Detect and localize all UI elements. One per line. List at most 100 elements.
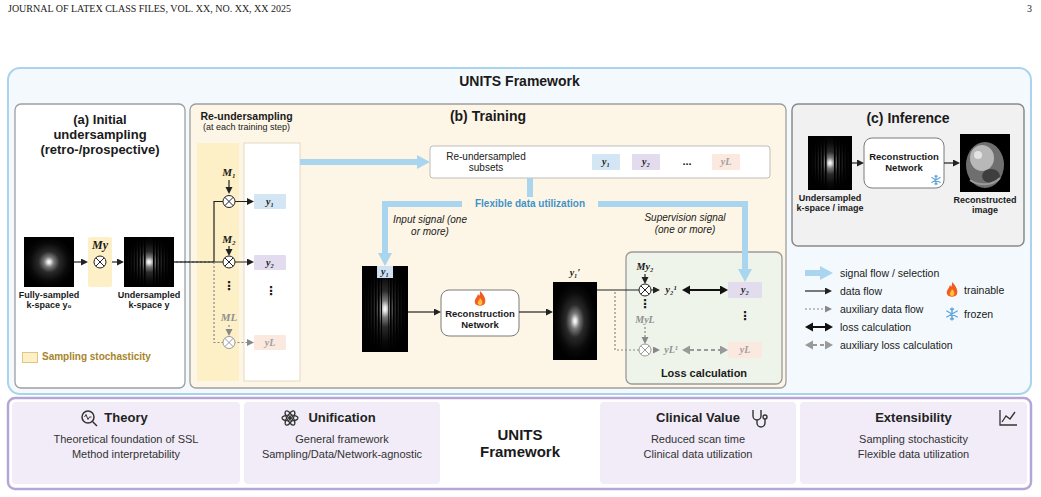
multiply-symbol: [94, 256, 106, 268]
benefit-section-shape: [600, 402, 796, 484]
center-badge-outline: [440, 400, 600, 486]
legend-text: data flow: [840, 285, 882, 297]
benefit-section-text: Sampling stochasticity: [859, 433, 968, 446]
subset-box-text: yL: [265, 337, 276, 349]
subset-box-outline: [712, 154, 740, 170]
network-box-text: Reconstruction Network: [867, 152, 941, 174]
network-box-shape: [864, 138, 944, 188]
network-box-outline: [864, 138, 944, 188]
loss-connector: [690, 289, 720, 291]
benefit-section: TheoryTheoretical foundation of SSL Metho…: [12, 402, 240, 484]
mask-arrow: [644, 327, 645, 337]
kspace-image-text: Undersampled k-space y: [116, 290, 182, 311]
subset-box-text: yL: [721, 156, 732, 168]
loss-panel-outline: [626, 252, 782, 384]
stage-panel-outline: [792, 104, 1024, 246]
sig-connector: [385, 178, 530, 253]
multiply-symbol: [639, 344, 651, 356]
center-badge: UNITS Framework: [440, 400, 600, 486]
subset-box-shape: [632, 154, 660, 170]
resampling-column-text: (at each training step): [203, 122, 290, 132]
network-box: Reconstruction Network: [864, 138, 944, 188]
mask-arrow: [228, 246, 229, 249]
stage-panel-text: (c) Inference: [866, 110, 949, 126]
mri-image: Reconstructed image: [960, 134, 1010, 192]
mask-box-shape: [88, 237, 112, 287]
stage-panel-text: (a) Initial undersampling (retro-/prospe…: [35, 113, 165, 158]
benefit-section-text: Theoretical foundation of SSL: [54, 433, 199, 446]
subset-box-outline: [728, 342, 762, 358]
multiply-symbol: [223, 256, 235, 268]
center-badge-text: UNITS Framework: [470, 426, 570, 461]
multiply-symbol: [223, 337, 235, 349]
stage-panel-shape: [15, 104, 185, 388]
benefit-section-text: Clinical data utilization: [644, 448, 753, 461]
signal-note: Input signal (one or more): [392, 214, 468, 237]
benefit-section-outline: [800, 402, 1027, 484]
signal-text: yL¹: [660, 342, 682, 358]
legend-text: Sampling stochasticity: [42, 351, 151, 363]
legend-signal-sample: [805, 270, 820, 276]
benefit-section-shape: [244, 402, 440, 484]
data-connector: [852, 162, 857, 163]
signal-note: Supervision signal (one or more): [636, 212, 734, 235]
kspace-image-text: y₁′: [553, 267, 597, 279]
auxloss-connector: [690, 349, 720, 351]
subset-box-outline: [254, 335, 286, 350]
stage-panel-shape: [792, 104, 1024, 246]
stage-panel-outline: [15, 104, 185, 388]
resampling-column-text: Re-undersampling: [200, 110, 292, 122]
kspace-image: y₁′: [553, 282, 597, 360]
framework-panel-outline: [8, 68, 1031, 394]
data-connector: [944, 162, 953, 163]
subset-box: y₁: [254, 194, 286, 209]
subset-box: y₂: [632, 154, 660, 170]
benefit-section: UnificationGeneral frameworkSampling/Dat…: [244, 402, 440, 484]
mask-arrow: [644, 274, 645, 277]
subset-box-shape: [728, 342, 762, 358]
subset-panel-text: Re-undersampled subsets: [436, 151, 536, 174]
mask-label: ML: [214, 311, 244, 324]
subset-box: y₁: [592, 154, 620, 170]
stage-panel: (c) InferenceUndersampled k-space / imag…: [792, 104, 1024, 246]
subset-box-shape: [254, 335, 286, 350]
subset-box: yL: [254, 335, 286, 350]
mask-label: M₁: [214, 166, 244, 179]
subset-panel-shape: [430, 146, 770, 178]
data-connector: [74, 261, 81, 262]
loss-panel-shape: [626, 252, 782, 384]
legend-text: frozen: [964, 308, 993, 320]
ellipsis: ⋮: [732, 310, 758, 324]
network-box: Reconstruction Network: [441, 290, 519, 336]
benefit-section-text: Flexible data utilization: [858, 448, 969, 461]
kspace-art: [808, 136, 852, 190]
mask-arrow: [228, 325, 229, 329]
subset-box-outline: [592, 154, 620, 170]
kspace-art: [24, 237, 74, 287]
band-background: [8, 398, 1031, 489]
subset-box-shape: [728, 282, 762, 298]
subset-box-text: y₂: [642, 156, 650, 168]
stage-panel: (b) TrainingRe-undersampling(at each tra…: [190, 104, 786, 388]
data-connector: [519, 311, 546, 312]
extensibility-icon: [1000, 410, 1017, 425]
benefit-band: [8, 398, 1031, 489]
sig-connector: [300, 159, 417, 165]
kspace-image: Undersampled k-space / image: [808, 136, 852, 190]
column-band: [244, 143, 300, 381]
data-connector: [174, 202, 247, 263]
legend-loss-sample: [813, 326, 825, 328]
benefit-section-text: Theory: [104, 411, 147, 426]
benefit-section-outline: [12, 402, 240, 484]
subset-box-text: yL: [740, 344, 751, 356]
theory-icon: [82, 411, 97, 426]
subset-box-outline: [254, 194, 286, 209]
benefit-section-text: Method interpretability: [72, 448, 180, 461]
network-box-outline: [441, 290, 519, 336]
ellipsis: ⋮: [258, 285, 284, 299]
legend-data-sample: [805, 290, 825, 291]
kspace-image: y₁: [362, 266, 408, 352]
clinical-icon: [753, 410, 767, 427]
subset-box: yL: [712, 154, 740, 170]
mask-label: My₂: [629, 261, 661, 273]
